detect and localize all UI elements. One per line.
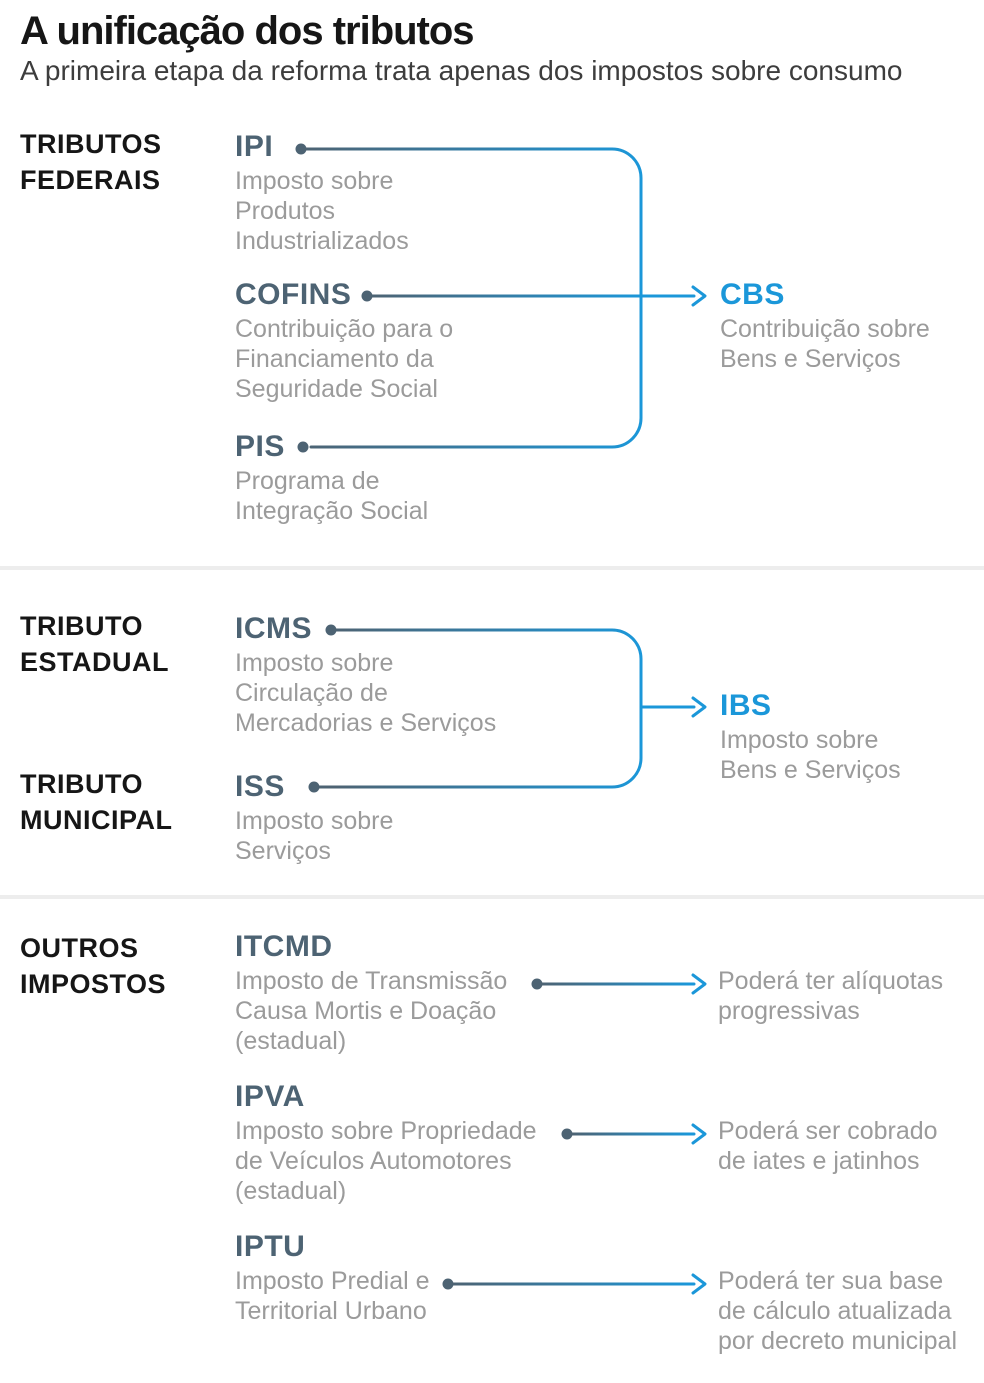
tax-acronym: PIS [235,430,285,463]
result-acronym: CBS [720,278,785,311]
section-label-tributo-municipal: TRIBUTO MUNICIPAL [20,769,173,835]
tax-acronym: ISS [235,770,285,803]
tax-description: Imposto Predial e Territorial Urbano [235,1267,430,1325]
tax-acronym: ICMS [235,612,312,645]
tax-item-icms: ICMS Imposto sobre Circulação de Mercado… [235,610,565,738]
section-label-tributo-estadual: TRIBUTO ESTADUAL [20,611,169,677]
note-itcmd: Poderá ter alíquotas progressivas [718,967,944,1025]
section-divider [0,566,984,570]
tax-acronym: IPTU [235,1230,306,1263]
tax-description: Imposto sobre Produtos Industrializados [235,167,409,255]
ibs-arrowhead-icon [691,696,707,718]
section-label-outros-impostos: OUTROS IMPOSTOS [20,933,167,999]
tax-item-cofins: COFINS Contribuição para o Financiamento… [235,276,565,404]
tax-description: Imposto de Transmissão Causa Mortis e Do… [235,967,508,1055]
itcmd-arrowhead-icon [691,973,707,995]
result-item-ibs: IBS Imposto sobre Bens e Serviços [720,687,984,785]
result-item-cbs: CBS Contribuição sobre Bens e Serviços [720,276,984,374]
tax-item-pis: PIS Programa de Integração Social [235,428,565,526]
result-acronym: IBS [720,689,772,722]
tax-item-iss: ISS Imposto sobre Serviços [235,768,565,866]
ipva-arrowhead-icon [691,1123,707,1145]
tax-item-iptu: IPTU Imposto Predial e Territorial Urban… [235,1228,565,1326]
tax-acronym: COFINS [235,278,352,311]
iptu-arrowhead-icon [691,1273,707,1295]
section-divider [0,895,984,899]
tax-description: Programa de Integração Social [235,467,429,525]
tax-item-ipi: IPI Imposto sobre Produtos Industrializa… [235,128,565,256]
tax-item-ipva: IPVA Imposto sobre Propriedade de Veícul… [235,1078,565,1206]
tax-description: Imposto sobre Propriedade de Veículos Au… [235,1117,537,1205]
tax-acronym: IPI [235,130,274,163]
result-description: Imposto sobre Bens e Serviços [720,726,901,784]
tax-description: Imposto sobre Circulação de Mercadorias … [235,649,497,737]
page-subtitle: A primeira etapa da reforma trata apenas… [20,55,903,86]
tax-description: Contribuição para o Financiamento da Seg… [235,315,454,403]
tax-acronym: IPVA [235,1080,305,1113]
page-title: A unificação dos tributos [20,9,475,53]
tax-item-itcmd: ITCMD Imposto de Transmissão Causa Morti… [235,928,565,1056]
cbs-arrowhead-icon [691,285,707,307]
tax-description: Imposto sobre Serviços [235,807,394,865]
result-description: Contribuição sobre Bens e Serviços [720,315,930,373]
note-ipva: Poderá ser cobrado de iates e jatinhos [718,1117,938,1175]
section-label-tributos-federais: TRIBUTOS FEDERAIS [20,129,162,195]
tax-acronym: ITCMD [235,930,333,963]
note-iptu: Poderá ter sua base de cálculo atualizad… [718,1267,958,1355]
